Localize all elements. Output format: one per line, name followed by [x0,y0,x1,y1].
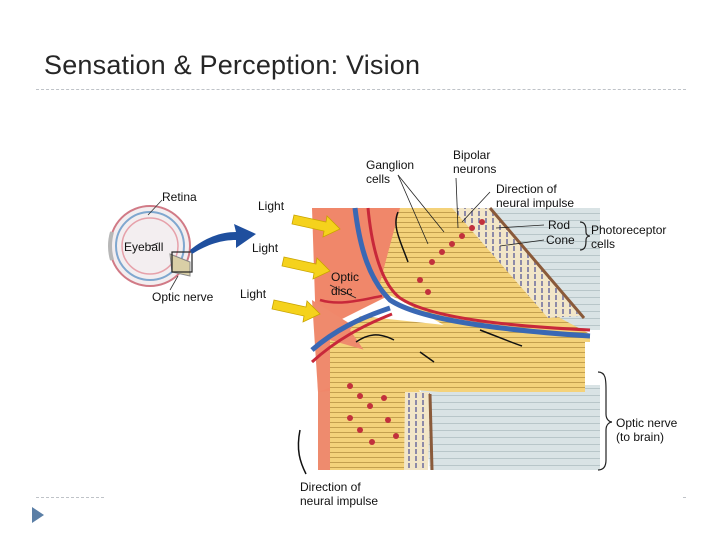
label-optic-nerve-small: Optic nerve [152,290,214,304]
label-optic-nerve-2: (to brain) [616,430,664,444]
label-optic-disc-1: Optic [331,270,359,284]
label-light-2: Light [252,241,279,255]
label-direction-bottom-2: neural impulse [300,494,378,508]
label-optic-nerve-1: Optic nerve [616,416,678,430]
label-rod: Rod [548,218,570,232]
label-photoreceptor-2: cells [591,237,615,251]
magnify-pointer-arrow [190,224,256,254]
label-bipolar-1: Bipolar [453,148,490,162]
label-cone: Cone [546,233,575,247]
label-direction-bottom-1: Direction of [300,480,361,494]
label-retina: Retina [162,190,197,204]
optic-nerve-bracket [598,372,612,470]
label-direction-top-1: Direction of [496,182,557,196]
label-ganglion-2: cells [366,172,390,186]
label-bipolar-2: neurons [453,162,496,176]
label-direction-top-2: neural impulse [496,196,574,210]
label-photoreceptor-1: Photoreceptor [591,223,666,237]
label-light-1: Light [258,199,285,213]
label-eyeball: Eyeball [124,240,163,254]
label-light-3: Light [240,287,267,301]
label-optic-disc-2: disc [331,284,352,298]
retina-cross-section [312,208,600,470]
label-ganglion-1: Ganglion [366,158,414,172]
